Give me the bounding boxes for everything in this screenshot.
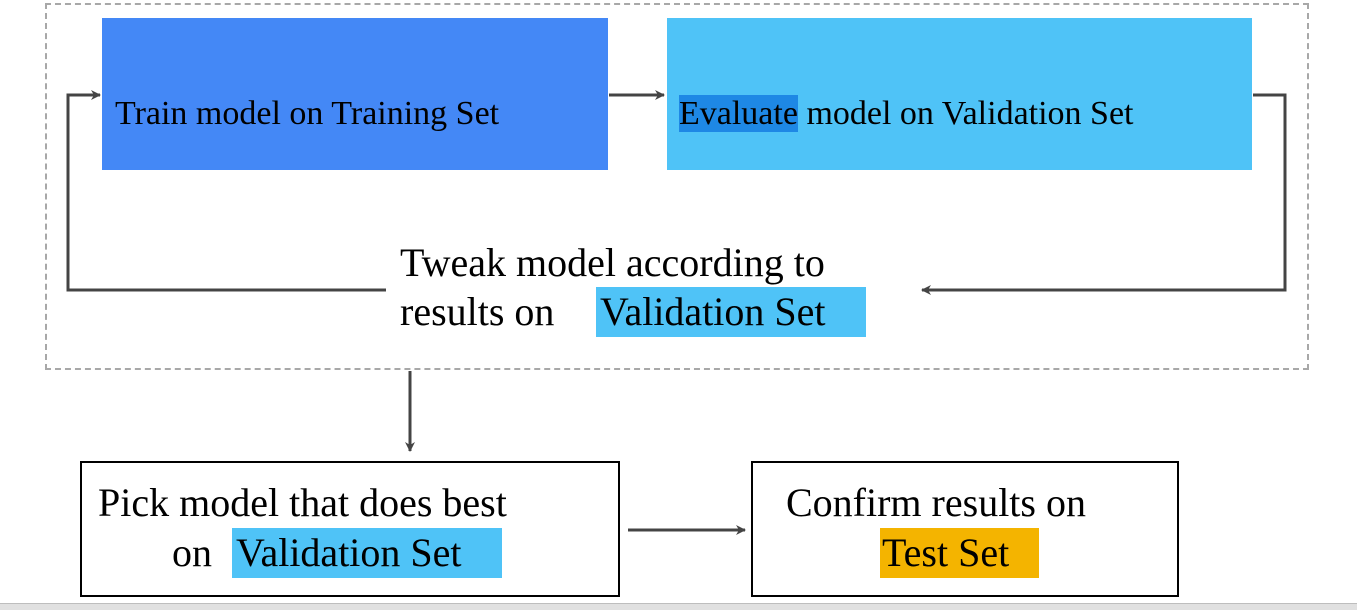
confirm-line-2: Test Set <box>880 528 1040 578</box>
evaluate-rest: model on Validation Set <box>797 95 1134 132</box>
arrow-evaluate-to-tweak <box>921 93 1287 295</box>
confirm-line-1: Confirm results on <box>786 480 1086 525</box>
pick-line-1: Pick model that does best <box>98 480 507 525</box>
pick-validation-set-highlight: Validation Set <box>232 528 502 578</box>
tweak-model-text: Tweak model according to results on Vali… <box>400 239 866 337</box>
tweak-validation-set-highlight: Validation Set <box>596 287 866 337</box>
pick-line-2: on Validation Set <box>172 528 502 578</box>
pick-on: on <box>172 530 222 575</box>
page-bottom-edge <box>0 603 1357 610</box>
tweak-line-1: Tweak model according to <box>400 240 825 285</box>
pick-model-box: Pick model that does best on Validation … <box>80 461 620 597</box>
evaluate-model-label: Evaluate model on Validation Set <box>679 93 1134 135</box>
evaluate-model-box: Evaluate model on Validation Set <box>667 18 1252 170</box>
iteration-loop-frame <box>45 3 1309 370</box>
test-set-highlight: Test Set <box>880 528 1040 578</box>
arrow-tweak-to-train <box>66 90 386 292</box>
tweak-results-on: results on <box>400 289 565 334</box>
confirm-results-box: Confirm results on Test Set <box>751 461 1179 597</box>
train-model-label: Train model on Training Set <box>115 95 500 132</box>
train-model-box: Train model on Training Set <box>102 18 608 170</box>
tweak-line-2: results on Validation Set <box>400 287 866 337</box>
evaluate-highlight: Evaluate <box>679 95 798 132</box>
